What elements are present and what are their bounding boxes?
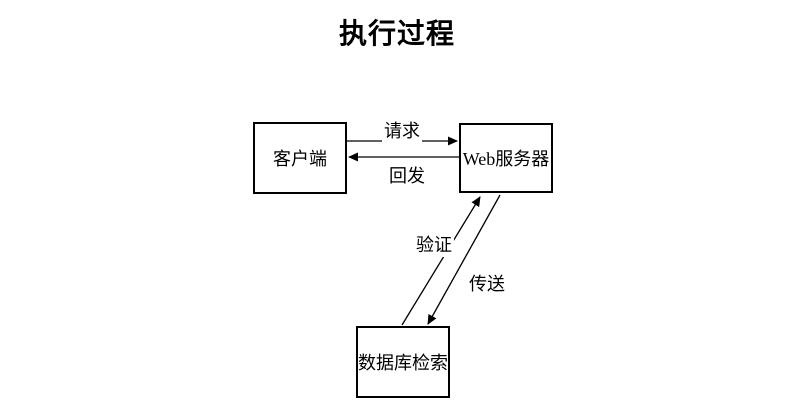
edge-label-postback: 回发 [387,162,427,188]
edge-label-verify: 验证 [414,231,454,257]
node-client: 客户端 [253,122,347,194]
node-client-label: 客户端 [273,149,327,169]
page-title: 执行过程 [338,19,456,50]
verify-arrow [401,196,481,326]
node-web-server-label: Web服务器 [462,149,550,169]
node-database-label: 数据库检索 [358,353,448,373]
node-web-server: Web服务器 [459,123,553,193]
transfer-arrow [427,194,501,325]
edge-label-request: 请求 [382,117,422,143]
node-database: 数据库检索 [356,326,450,398]
edge-label-transfer: 传送 [467,270,507,296]
